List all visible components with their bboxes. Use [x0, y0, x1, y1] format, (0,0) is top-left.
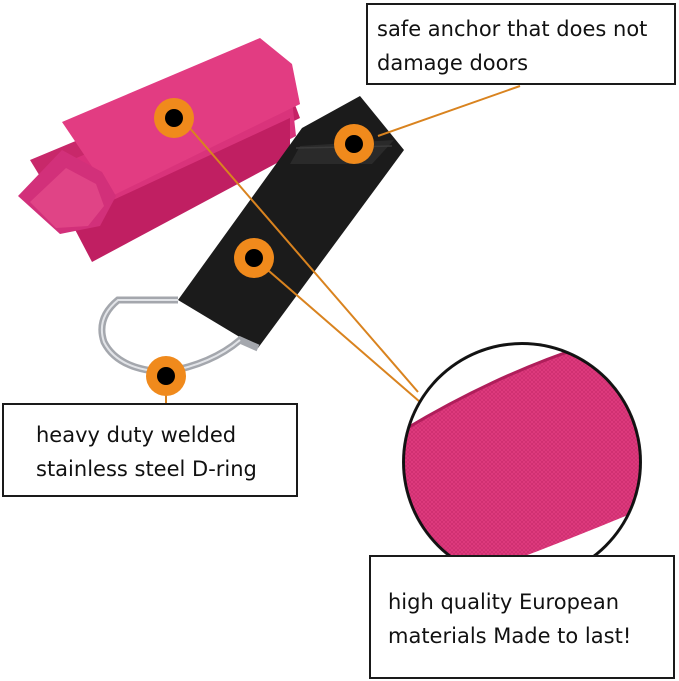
callout-text-line: heavy duty welded [36, 423, 237, 447]
callout-text-line: safe anchor that does not [377, 17, 648, 41]
steel-d-ring [98, 296, 260, 376]
callout-text-line: damage doors [377, 51, 529, 75]
callout-safe-anchor: safe anchor that does not damage doors [366, 3, 676, 85]
callout-text-line: materials Made to last! [388, 624, 632, 648]
callout-text-line: stainless steel D-ring [36, 457, 257, 481]
marker-dot-icon [334, 124, 374, 164]
material-zoom-circle [402, 342, 642, 582]
callout-d-ring: heavy duty welded stainless steel D-ring [2, 403, 298, 497]
callout-materials: high quality European materials Made to … [369, 555, 675, 679]
callout-text-line: high quality European [388, 590, 619, 614]
marker-dot-icon [154, 98, 194, 138]
marker-dot-icon [234, 238, 274, 278]
marker-dot-icon [146, 356, 186, 396]
